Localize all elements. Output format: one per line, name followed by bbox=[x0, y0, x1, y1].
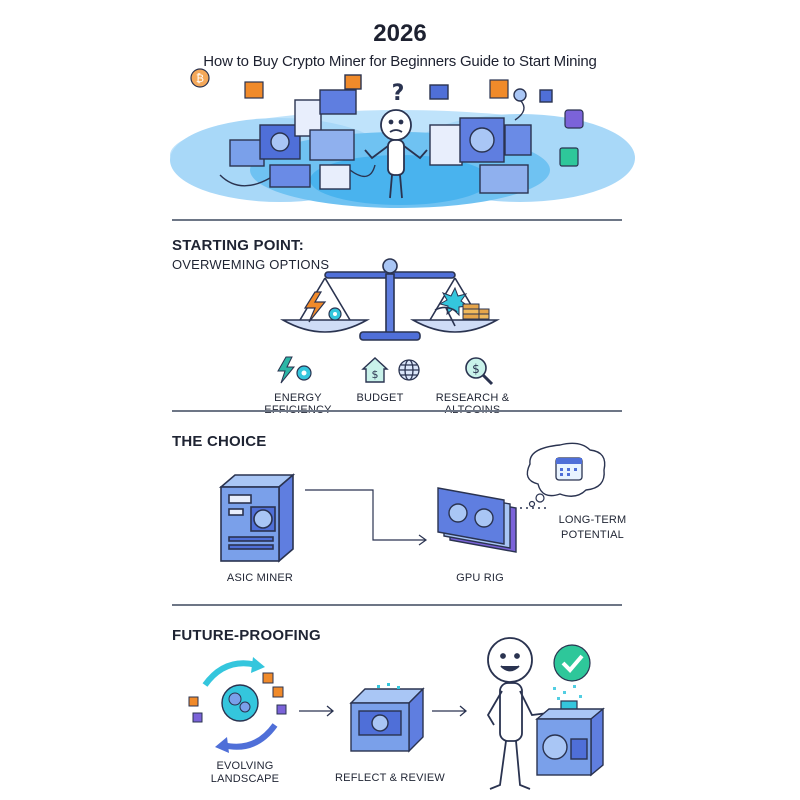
lightning-gear-icon bbox=[276, 355, 316, 385]
glowing-miner-icon bbox=[533, 685, 605, 777]
label-evolving: EVOLVING bbox=[216, 760, 274, 772]
question-mark-icon: ? bbox=[392, 81, 405, 106]
section-subtitle-options: OVERWEMING OPTIONS bbox=[172, 257, 330, 272]
label-gpu-rig: GPU RIG bbox=[456, 572, 504, 584]
purple-cube-icon bbox=[489, 79, 509, 99]
brain-icon bbox=[221, 684, 259, 722]
calendar-icon bbox=[555, 457, 583, 481]
label-energy-efficiency: ENERGY EFFICIENCY bbox=[264, 392, 331, 416]
year-title: 2026 bbox=[373, 20, 427, 47]
label-long-term: LONG-TERM bbox=[558, 514, 627, 526]
svg-text:₿: ₿ bbox=[196, 72, 204, 85]
checkmark-icon bbox=[552, 643, 592, 683]
person-happy-icon bbox=[470, 635, 550, 795]
person-confused-icon bbox=[364, 109, 428, 199]
right-miner-stack bbox=[429, 84, 553, 194]
label-asic-miner: ASIC MINER bbox=[226, 572, 294, 584]
scale-icon bbox=[275, 252, 505, 347]
svg-text:$: $ bbox=[472, 362, 480, 376]
pickaxe-icon bbox=[434, 306, 458, 327]
gpu-rig-icon bbox=[436, 487, 526, 560]
miner-box-icon bbox=[347, 683, 427, 755]
globe-icon bbox=[397, 358, 421, 382]
label-budget: BUDGET bbox=[356, 392, 404, 404]
thought-bubble-icon bbox=[520, 440, 610, 510]
orange-cube-icon bbox=[244, 81, 264, 99]
bitcoin-icon: ₿ bbox=[190, 68, 210, 88]
house-dollar-icon: $ bbox=[360, 355, 390, 385]
lightning-icon bbox=[303, 291, 327, 323]
divider bbox=[172, 604, 622, 606]
label-research-altcoins: RESEARCH & ALTCOINS bbox=[435, 392, 510, 416]
page-subtitle: How to Buy Crypto Miner for Beginners Gu… bbox=[203, 53, 597, 70]
svg-text:$: $ bbox=[372, 368, 379, 381]
section-title-starting-point: STARTING POINT: bbox=[172, 237, 304, 254]
section-title-future-proofing: FUTURE-PROOFING bbox=[172, 627, 321, 644]
divider bbox=[172, 219, 622, 221]
gear-icon bbox=[328, 307, 342, 321]
magnifier-dollar-icon: $ bbox=[463, 355, 495, 387]
divider bbox=[172, 410, 622, 412]
left-miner-stack bbox=[219, 74, 376, 190]
dotted-connector bbox=[520, 505, 550, 511]
arrow-right bbox=[297, 705, 337, 717]
label-reflect-review: REFLECT & REVIEW bbox=[335, 772, 445, 784]
green-coin-icon bbox=[559, 147, 579, 167]
section-title-the-choice: THE CHOICE bbox=[172, 433, 267, 450]
flow-arrow bbox=[303, 488, 433, 548]
label-potential: POTENTIAL bbox=[561, 529, 624, 541]
violet-coin-icon bbox=[564, 109, 584, 129]
asic-miner-icon bbox=[215, 473, 296, 565]
coins-icon bbox=[462, 303, 490, 320]
cycle-arrows-icon bbox=[185, 655, 295, 755]
arrow-right bbox=[430, 705, 470, 717]
hero-illustration: ₿ ? bbox=[160, 68, 640, 215]
label-landscape: LANDSCAPE bbox=[210, 773, 280, 785]
